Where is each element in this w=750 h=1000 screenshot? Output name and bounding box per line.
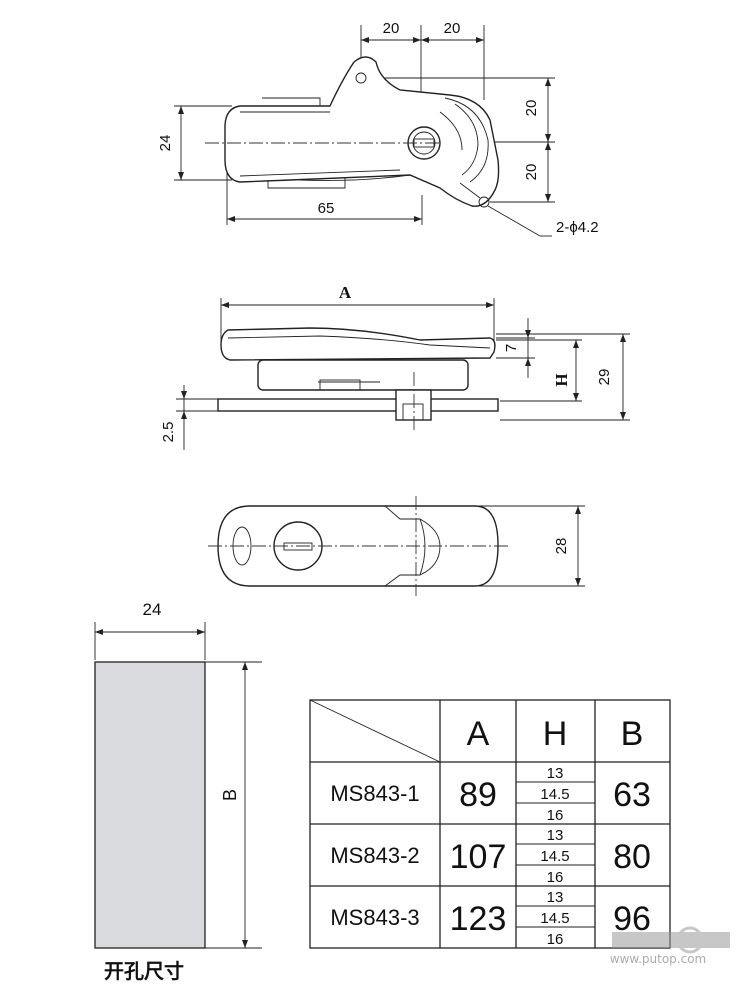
row-A: 107	[450, 838, 507, 876]
row-H: 14.5	[540, 910, 569, 927]
header-A: A	[467, 715, 490, 753]
side-view: A 7 H 29	[160, 283, 630, 450]
row-H: 13	[547, 765, 564, 782]
row-H: 14.5	[540, 786, 569, 803]
cutout-caption: 开孔尺寸	[104, 959, 184, 983]
spec-table: A H B MS843-1 89 13 14.5 16 63 MS843-2 1…	[309, 699, 671, 949]
dim-2-5: 2.5	[160, 422, 177, 443]
dim-A: A	[339, 283, 352, 302]
dim-H: H	[552, 373, 571, 386]
row-H: 14.5	[540, 848, 569, 865]
cutout-view: 24 B 开孔尺寸	[94, 600, 262, 983]
row-B: 63	[613, 776, 651, 814]
row-H: 16	[547, 931, 564, 948]
watermark-logo: www.putop.com	[610, 926, 730, 966]
dim-24: 24	[157, 135, 174, 152]
row-A: 123	[450, 900, 507, 938]
dim-29: 29	[596, 369, 613, 386]
header-H: H	[543, 715, 568, 753]
row-B: 80	[613, 838, 651, 876]
dim-20-right: 20	[444, 20, 461, 37]
row-A: 89	[459, 776, 497, 814]
cutout-height: B	[220, 789, 240, 801]
dim-20-lower: 20	[523, 164, 540, 181]
row-model: MS843-1	[330, 781, 419, 806]
header-B: B	[621, 715, 644, 753]
row-H: 16	[547, 807, 564, 824]
row-H: 13	[547, 889, 564, 906]
hole-note: 2-ϕ4.2	[556, 219, 599, 236]
dim-7: 7	[503, 344, 520, 352]
row-model: MS843-3	[330, 905, 419, 930]
top-view: 20 20 20 20 24 65	[157, 20, 599, 237]
watermark-url: www.putop.com	[610, 952, 707, 966]
front-view: 28	[208, 496, 585, 596]
header-diagonal	[309, 699, 441, 763]
cutout-rect	[94, 661, 206, 949]
row-H: 16	[547, 869, 564, 886]
dim-20-left: 20	[383, 20, 400, 37]
row-B: 96	[613, 900, 651, 938]
row-H: 13	[547, 827, 564, 844]
dim-20-upper: 20	[523, 100, 540, 117]
row-model: MS843-2	[330, 843, 419, 868]
dim-28: 28	[553, 538, 570, 555]
dim-65: 65	[318, 200, 335, 217]
cutout-width: 24	[143, 600, 162, 619]
